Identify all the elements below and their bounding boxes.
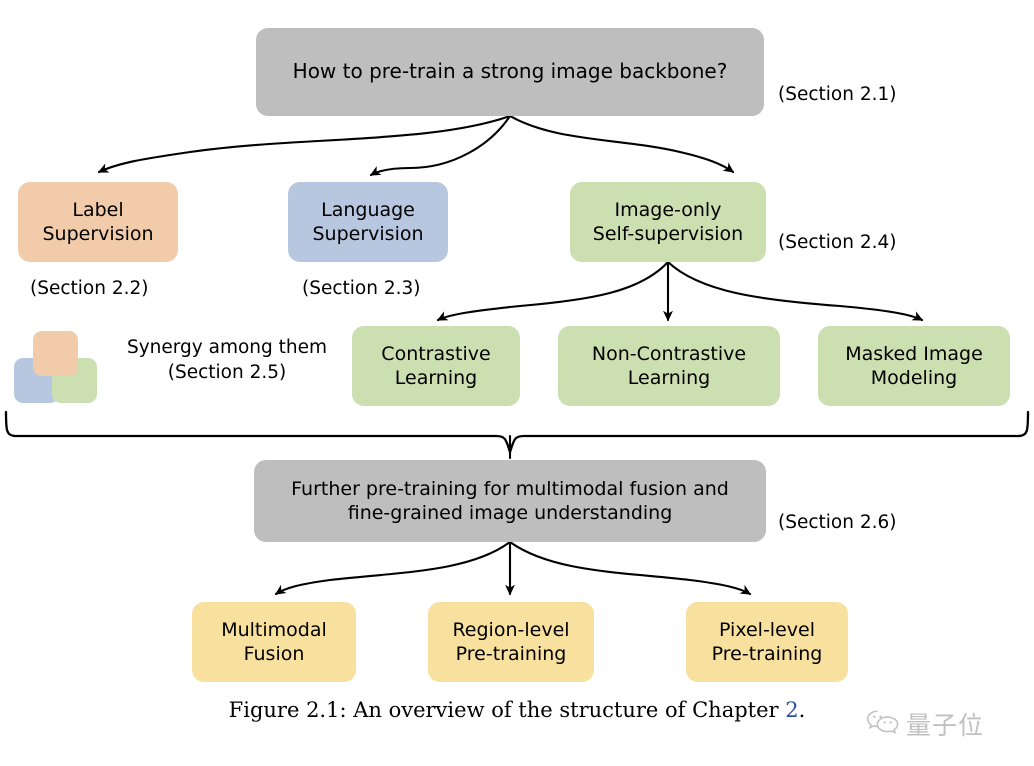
figure-caption: Figure 2.1: An overview of the structure…: [0, 698, 1034, 722]
brace-synergy-to-further: [4, 410, 1030, 456]
edge-imageonly-to-masked: [666, 260, 924, 322]
node-contrastive-learning[interactable]: Contrastive Learning: [352, 326, 520, 406]
node-pixel-level-pretraining-label: Pixel-level Pre-training: [711, 618, 823, 665]
node-multimodal-fusion-label: Multimodal Fusion: [221, 618, 327, 665]
edge-root-to-language: [369, 114, 512, 177]
node-image-only-self-supervision-label: Image-only Self-supervision: [592, 198, 744, 245]
node-root[interactable]: How to pre-train a strong image backbone…: [256, 28, 764, 116]
node-image-only-self-supervision[interactable]: Image-only Self-supervision: [570, 182, 766, 262]
synergy-icon: [14, 331, 100, 405]
node-region-level-pretraining-label: Region-level Pre-training: [452, 618, 570, 665]
node-label-supervision-label: Label Supervision: [42, 198, 154, 245]
node-root-label: How to pre-train a strong image backbone…: [292, 59, 728, 84]
section-label-root: (Section 2.1): [778, 84, 897, 105]
edge-root-to-label: [97, 114, 512, 174]
section-label-image-only: (Section 2.4): [778, 232, 897, 253]
node-language-supervision-label: Language Supervision: [312, 198, 424, 245]
caption-chapter-link[interactable]: 2: [785, 698, 799, 722]
node-label-supervision[interactable]: Label Supervision: [18, 182, 178, 262]
node-contrastive-learning-label: Contrastive Learning: [381, 342, 491, 389]
section-label-label-supervision: (Section 2.2): [30, 278, 149, 299]
node-non-contrastive-learning[interactable]: Non-Contrastive Learning: [558, 326, 780, 406]
watermark-text: 量子位: [906, 711, 985, 740]
synergy-square-orange: [33, 331, 78, 376]
node-further-pretraining[interactable]: Further pre-training for multimodal fusi…: [254, 460, 766, 542]
node-further-pretraining-label: Further pre-training for multimodal fusi…: [291, 477, 729, 524]
synergy-text: Synergy among them (Section 2.5): [126, 337, 328, 383]
edge-further-to-multimodal: [274, 540, 512, 596]
section-label-language-supervision: (Section 2.3): [302, 278, 421, 299]
caption-suffix: .: [798, 698, 806, 722]
edge-further-to-pixel: [508, 540, 752, 596]
node-region-level-pretraining[interactable]: Region-level Pre-training: [428, 602, 594, 682]
node-non-contrastive-learning-label: Non-Contrastive Learning: [591, 342, 747, 389]
node-masked-image-modeling[interactable]: Masked Image Modeling: [818, 326, 1010, 406]
edge-imageonly-to-contrastive: [436, 260, 670, 322]
node-pixel-level-pretraining[interactable]: Pixel-level Pre-training: [686, 602, 848, 682]
caption-prefix: Figure 2.1: An overview of the structure…: [228, 698, 786, 722]
section-label-further: (Section 2.6): [778, 512, 897, 533]
node-masked-image-modeling-label: Masked Image Modeling: [845, 342, 983, 389]
node-language-supervision[interactable]: Language Supervision: [288, 182, 448, 262]
edge-root-to-imageonly: [508, 114, 735, 174]
node-multimodal-fusion[interactable]: Multimodal Fusion: [192, 602, 356, 682]
watermark: 量子位: [866, 706, 984, 742]
wechat-icon: [866, 709, 900, 739]
